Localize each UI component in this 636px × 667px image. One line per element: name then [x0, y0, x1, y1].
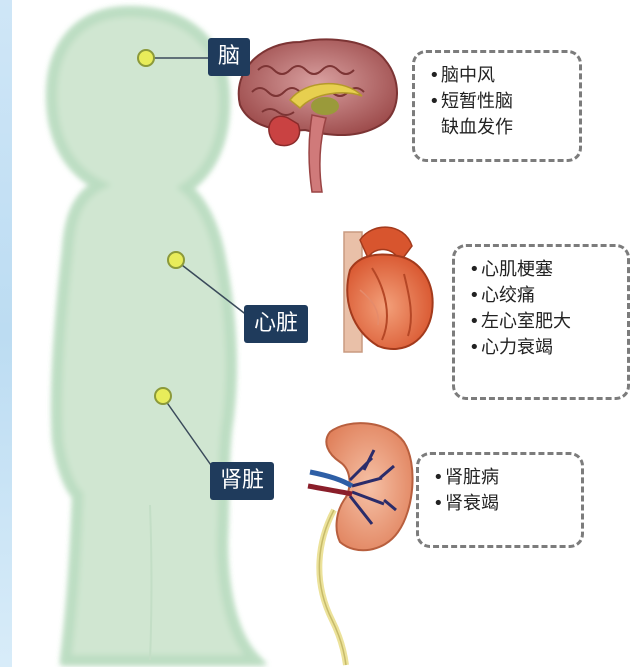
brain-condition-item: 脑中风: [429, 63, 567, 89]
heart-dot: [168, 252, 184, 268]
heart-condition-item: 心肌梗塞: [469, 257, 615, 283]
brain-dot: [138, 50, 154, 66]
kidney-label: 肾脏: [210, 462, 274, 500]
body-silhouette: [52, 12, 255, 660]
brain-conditions-box: 脑中风 短暂性脑 缺血发作: [412, 50, 582, 162]
kidney-condition-item: 肾衰竭: [433, 491, 569, 517]
kidney-dot: [155, 388, 171, 404]
brain-condition-item: 短暂性脑 缺血发作: [429, 89, 567, 141]
brain-label: 脑: [208, 38, 250, 76]
kidney-illustration: [308, 423, 413, 665]
heart-condition-item: 左心室肥大: [469, 309, 615, 335]
heart-condition-item: 心力衰竭: [469, 335, 615, 361]
brain-illustration: [239, 39, 397, 192]
heart-illustration: [344, 227, 433, 352]
kidney-condition-item: 肾脏病: [433, 465, 569, 491]
kidney-conditions-box: 肾脏病 肾衰竭: [416, 452, 584, 548]
heart-condition-item: 心绞痛: [469, 283, 615, 309]
heart-label: 心脏: [244, 305, 308, 343]
heart-conditions-box: 心肌梗塞 心绞痛 左心室肥大 心力衰竭: [452, 244, 630, 400]
